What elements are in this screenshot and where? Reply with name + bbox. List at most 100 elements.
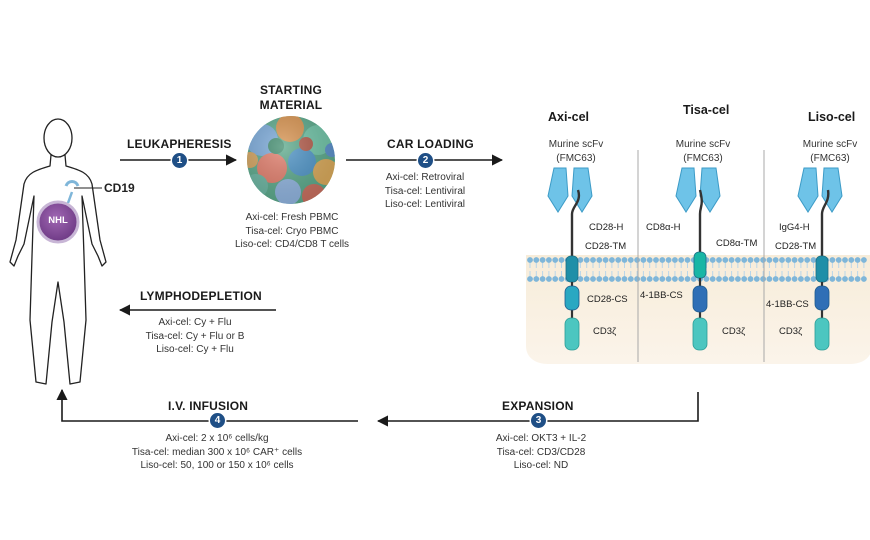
lipid-head bbox=[627, 276, 634, 282]
scfv-light-chain bbox=[797, 167, 819, 213]
transmembrane-domain bbox=[693, 251, 707, 279]
lipid-head bbox=[596, 257, 603, 263]
lipid-head bbox=[785, 257, 792, 263]
lipid-head bbox=[735, 257, 741, 263]
step-badge-3: 3 bbox=[531, 413, 546, 428]
lipid-head bbox=[854, 276, 861, 282]
lipid-head bbox=[848, 257, 855, 263]
lipid-head bbox=[728, 257, 735, 263]
hinge-linker bbox=[820, 189, 830, 257]
lipid-head bbox=[716, 257, 722, 263]
tisa-cel-car-construct bbox=[675, 167, 721, 351]
scfv-line: (FMC63) bbox=[683, 152, 723, 164]
lipid-head bbox=[753, 257, 760, 263]
lipid-head bbox=[583, 257, 590, 263]
lipid-head bbox=[659, 257, 666, 263]
lipid-head bbox=[558, 276, 565, 282]
lipid-head bbox=[539, 257, 546, 263]
lipid-head bbox=[722, 257, 729, 263]
lipid-head bbox=[615, 257, 622, 263]
car-loading-line: Axi-cel: Retroviral bbox=[385, 172, 465, 183]
lipid-head bbox=[533, 257, 540, 263]
iv-infusion-line: Tisa-cel: median 300 x 10⁶ CAR⁺ cells bbox=[131, 446, 303, 458]
tisa-cel-tm-label: CD8α-TM bbox=[716, 238, 758, 249]
lipid-head bbox=[653, 257, 659, 263]
car-loading-line: Liso-cel: Lentiviral bbox=[384, 199, 466, 210]
lipid-head bbox=[684, 276, 691, 282]
liso-cel-signal-label: CD3ζ bbox=[779, 326, 803, 337]
lipid-head bbox=[804, 257, 811, 263]
lipid-head bbox=[703, 276, 710, 282]
scfv-line: Murine scFv bbox=[675, 139, 731, 150]
lipid-head bbox=[766, 257, 773, 263]
iv-infusion-details: Axi-cel: 2 x 10⁶ cells/kg Tisa-cel: medi… bbox=[115, 432, 319, 473]
lipid-head bbox=[766, 276, 773, 282]
lipid-head bbox=[552, 276, 559, 282]
car-loading-details: Axi-cel: Retroviral Tisa-cel: Lentiviral… bbox=[365, 171, 485, 212]
lipid-head bbox=[804, 276, 811, 282]
liso-cel-scfv-label: Murine scFv (FMC63) bbox=[792, 138, 868, 165]
lipid-head bbox=[779, 276, 785, 282]
lipid-head bbox=[678, 276, 685, 282]
lipid-head bbox=[842, 257, 848, 263]
lipid-head bbox=[546, 276, 552, 282]
lipid-head bbox=[709, 276, 716, 282]
costimulatory-domain bbox=[814, 285, 830, 311]
expansion-line: Tisa-cel: CD3/CD28 bbox=[496, 446, 586, 458]
lipid-head bbox=[602, 257, 609, 263]
expansion-line: Liso-cel: ND bbox=[513, 460, 569, 471]
lipid-head bbox=[527, 276, 533, 282]
human-body-outline bbox=[9, 118, 107, 385]
axi-cel-hinge-label: CD28-H bbox=[589, 222, 624, 233]
lipid-head bbox=[546, 257, 552, 263]
lipid-head bbox=[590, 276, 596, 282]
liso-cel-heading: Liso-cel bbox=[808, 110, 856, 124]
lymphodepletion-line: Liso-cel: Cy + Flu bbox=[156, 344, 234, 355]
lipid-head bbox=[785, 276, 792, 282]
step-badge-2: 2 bbox=[418, 153, 433, 168]
step-badge-1: 1 bbox=[172, 153, 187, 168]
starting-material-cells-image bbox=[247, 116, 335, 204]
lipid-head bbox=[741, 276, 748, 282]
lipid-head bbox=[861, 276, 867, 282]
lipid-head bbox=[772, 276, 779, 282]
lipid-head bbox=[829, 257, 836, 263]
lipid-head bbox=[747, 257, 754, 263]
scfv-heavy-chain bbox=[699, 167, 721, 213]
lipid-head bbox=[539, 276, 546, 282]
liso-cel-hinge-label: IgG4-H bbox=[779, 222, 810, 233]
lipid-head bbox=[621, 276, 628, 282]
lipid-head bbox=[665, 257, 672, 263]
liso-cel-car-construct bbox=[797, 167, 843, 351]
expansion-title: EXPANSION bbox=[502, 399, 574, 413]
nhl-tumor-icon bbox=[36, 200, 80, 244]
lipid-head bbox=[791, 257, 798, 263]
lipid-head bbox=[842, 276, 848, 282]
scfv-line: Murine scFv bbox=[548, 139, 604, 150]
lipid-head bbox=[621, 257, 628, 263]
lipid-head bbox=[747, 276, 754, 282]
iv-infusion-title: I.V. INFUSION bbox=[168, 399, 249, 413]
expansion-line: Axi-cel: OKT3 + IL-2 bbox=[495, 433, 587, 444]
lipid-head bbox=[753, 276, 760, 282]
lipid-head bbox=[829, 276, 836, 282]
lipid-head bbox=[577, 257, 584, 263]
lipid-head bbox=[760, 276, 766, 282]
lipid-head bbox=[810, 276, 817, 282]
starting-material-details: Axi-cel: Fresh PBMC Tisa-cel: Cryo PBMC … bbox=[222, 211, 362, 252]
lipid-head bbox=[690, 276, 697, 282]
lipid-head bbox=[835, 276, 842, 282]
lipid-head bbox=[596, 276, 603, 282]
scfv-light-chain bbox=[675, 167, 697, 213]
lipid-head bbox=[552, 257, 559, 263]
lipid-head bbox=[646, 276, 653, 282]
cd3-zeta-domain bbox=[564, 317, 580, 351]
tisa-cel-costim-label: 4-1BB-CS bbox=[640, 290, 683, 301]
lipid-head bbox=[609, 276, 615, 282]
lipid-head bbox=[810, 257, 817, 263]
lipid-head bbox=[861, 257, 867, 263]
lipid-head bbox=[672, 257, 678, 263]
expansion-details: Axi-cel: OKT3 + IL-2 Tisa-cel: CD3/CD28 … bbox=[478, 432, 604, 473]
starting-material-title: STARTING MATERIAL bbox=[250, 83, 332, 113]
iv-infusion-line: Liso-cel: 50, 100 or 150 x 10⁶ cells bbox=[140, 460, 294, 471]
